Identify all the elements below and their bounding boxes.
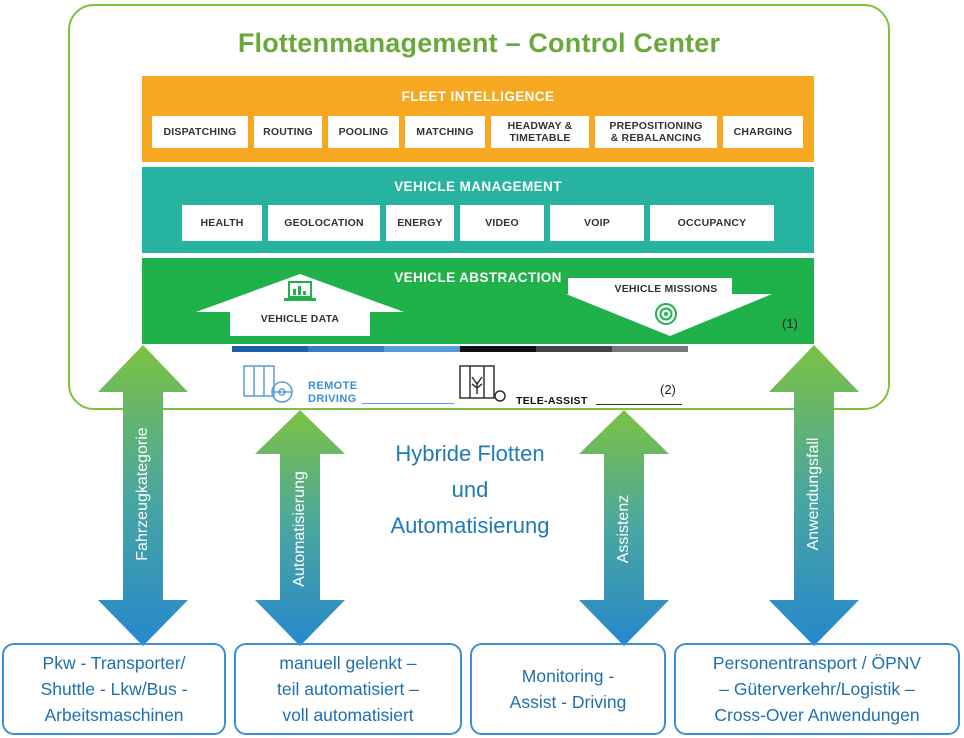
- center-line2: und: [451, 477, 489, 502]
- vm-item-health: HEALTH: [182, 205, 262, 241]
- automatisierung-label: Automatisierung: [291, 471, 308, 587]
- tele-assist-icon: [459, 365, 506, 402]
- center-line3: Automatisierung: [390, 513, 550, 538]
- center-line1: Hybride Flotten: [395, 441, 545, 466]
- assistenz-box: Monitoring - Assist - Driving: [470, 643, 666, 735]
- assistenz-label: Assistenz: [615, 494, 632, 564]
- color-strip: [232, 346, 688, 352]
- vm-item-video: VIDEO: [460, 205, 544, 241]
- anwendungsfall-box: Personentransport / ÖPNV – Güterverkehr/…: [674, 643, 960, 735]
- fahrzeugkategorie-label: Fahrzeugkategorie: [134, 427, 151, 561]
- fi-item-matching: MATCHING: [405, 116, 485, 148]
- fahrzeugkategorie-arrow: [98, 345, 188, 646]
- fi-item-dispatching: DISPATCHING: [152, 116, 248, 148]
- fi-item-prepositioning-rebalancing: PREPOSITIONING & REBALANCING: [595, 116, 717, 148]
- fleet-intelligence-layer: FLEET INTELLIGENCE DISPATCHING ROUTING P…: [142, 76, 814, 162]
- vehicle-data-label: VEHICLE DATA: [260, 313, 340, 325]
- fi-item-headway-timetable: HEADWAY & TIMETABLE: [491, 116, 589, 148]
- vm-item-geolocation: GEOLOCATION: [268, 205, 380, 241]
- fi-item-charging: CHARGING: [723, 116, 803, 148]
- vm-item-occupancy: OCCUPANCY: [650, 205, 774, 241]
- center-caption: Hybride Flotten und Automatisierung: [350, 436, 590, 544]
- remote-driving-underline: [362, 403, 454, 404]
- fahrzeugkategorie-box: Pkw - Transporter/ Shuttle - Lkw/Bus - A…: [2, 643, 226, 735]
- laptop-chart-icon: [284, 281, 316, 301]
- diagram-title: Flottenmanagement – Control Center: [237, 28, 721, 58]
- vehicle-missions-label: VEHICLE MISSIONS: [614, 283, 718, 295]
- vehicle-data-arrow: [196, 274, 404, 336]
- vehicle-abstraction-title: VEHICLE ABSTRACTION: [394, 270, 562, 285]
- tele-assist-label: TELE-ASSIST: [516, 395, 588, 407]
- anwendungsfall-label: Anwendungsfall: [805, 437, 822, 551]
- fleet-intelligence-title: FLEET INTELLIGENCE: [401, 89, 555, 104]
- vehicle-abstraction-layer: VEHICLE ABSTRACTION VEHICLE DATA VEHICLE…: [142, 258, 814, 344]
- marker-1: (1): [782, 316, 798, 331]
- automatisierung-box: manuell gelenkt – teil automatisiert – v…: [234, 643, 462, 735]
- assistenz-arrow: [579, 410, 669, 646]
- vehicle-management-layer: VEHICLE MANAGEMENT HEALTH GEOLOCATION EN…: [142, 167, 814, 253]
- fi-item-pooling: POOLING: [328, 116, 399, 148]
- vm-item-energy: ENERGY: [386, 205, 454, 241]
- vm-item-voip: VOIP: [550, 205, 644, 241]
- vehicle-missions-arrow: [566, 278, 772, 336]
- vehicle-management-title: VEHICLE MANAGEMENT: [394, 179, 562, 194]
- remote-driving-line2: DRIVING: [308, 393, 357, 405]
- tele-assist-underline: [596, 404, 682, 405]
- automatisierung-arrow: [255, 410, 345, 646]
- marker-2: (2): [660, 382, 676, 397]
- remote-driving-line1: REMOTE: [308, 380, 358, 392]
- remote-driving-icon: [243, 365, 293, 403]
- remote-driving-label: REMOTE DRIVING: [308, 380, 357, 406]
- fi-item-routing: ROUTING: [254, 116, 322, 148]
- target-icon: [655, 303, 677, 325]
- anwendungsfall-arrow: [769, 345, 859, 646]
